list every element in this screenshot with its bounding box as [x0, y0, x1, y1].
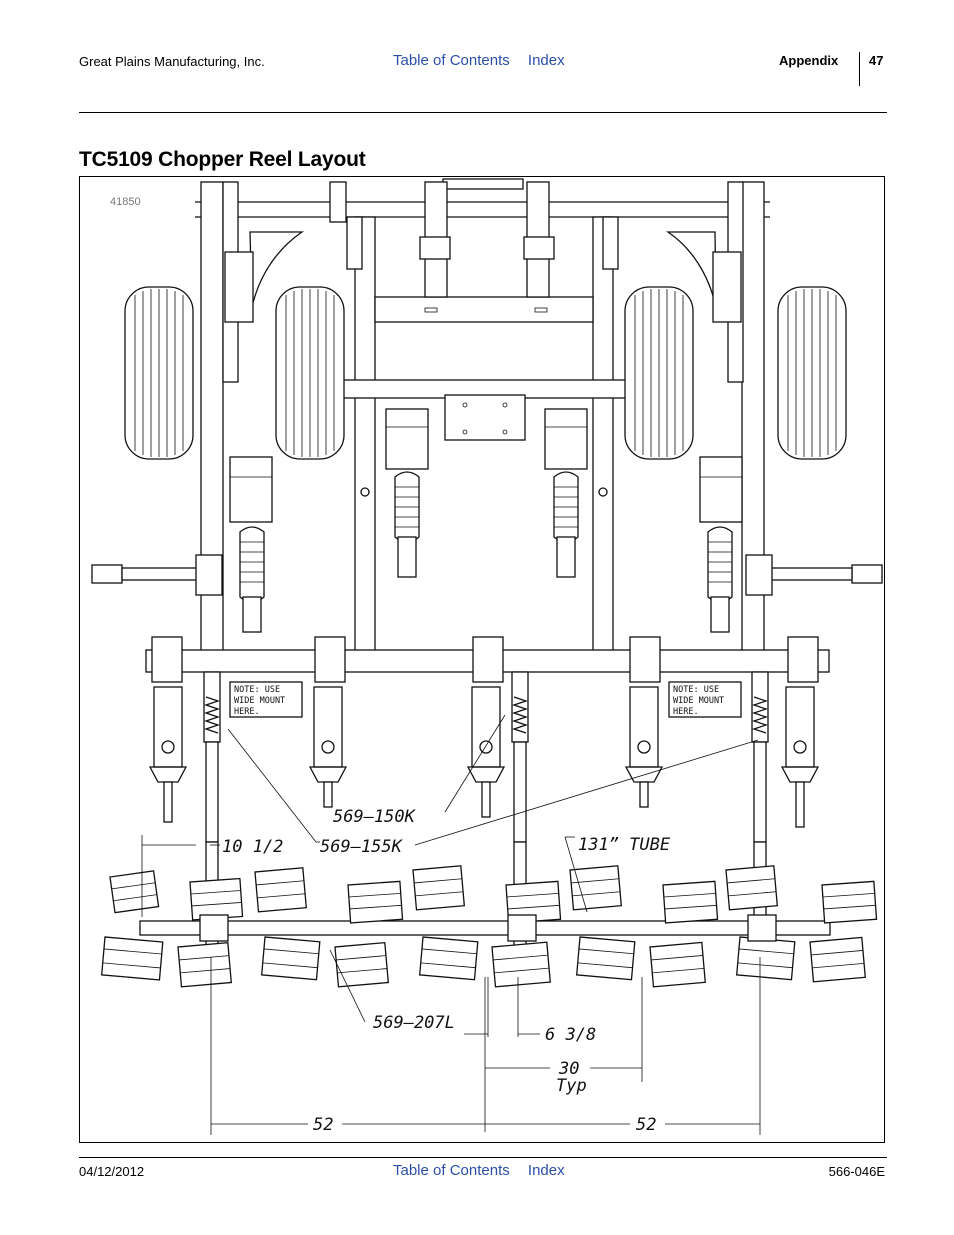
cylinder-center-left	[385, 408, 429, 578]
footer-index-link[interactable]: Index	[527, 1162, 565, 1179]
label-dim-52-left: 52	[313, 1115, 333, 1135]
footer-toc-link[interactable]: Table of Contents	[393, 1162, 510, 1179]
arm-hangers	[148, 686, 820, 828]
label-dim-typ: Typ	[556, 1076, 587, 1096]
wheel-inner-right	[624, 286, 694, 460]
label-569-207l: 569–207L	[373, 1013, 455, 1033]
note-right-line-2: WIDE MOUNT	[673, 696, 724, 706]
side-arms	[91, 554, 883, 596]
wheel-inner-left	[275, 286, 345, 460]
footer-date: 04/12/2012	[79, 1164, 145, 1179]
header-divider	[859, 52, 860, 86]
header-nav: Table of Contents Index	[393, 52, 565, 69]
tool-bar	[145, 636, 830, 683]
reel-blades	[100, 865, 878, 988]
figure-id: 41850	[110, 196, 141, 208]
document-number: 566-046E	[828, 1164, 885, 1179]
label-569-150k: 569–150K	[333, 807, 417, 827]
cylinder-right	[699, 456, 743, 633]
label-dim-30: 30	[558, 1059, 579, 1079]
label-131-tube: 131” TUBE	[578, 835, 671, 855]
section-name: Appendix	[779, 53, 839, 68]
label-dim-52-right: 52	[636, 1115, 656, 1135]
note-left-line-2: WIDE MOUNT	[234, 696, 285, 706]
dimension-lines	[141, 835, 761, 1135]
leader-lines	[227, 714, 759, 1023]
note-right: NOTE: USE WIDE MOUNT HERE.	[668, 681, 742, 718]
reel-hubs	[199, 914, 777, 942]
page-number: 47	[869, 53, 884, 68]
note-right-line-3: HERE.	[673, 707, 699, 717]
header-rule	[79, 112, 887, 113]
note-right-line-1: NOTE: USE	[673, 685, 719, 695]
header-index-link[interactable]: Index	[527, 52, 565, 69]
main-frame	[195, 178, 770, 653]
wheels	[124, 251, 847, 460]
cylinder-center-right	[544, 408, 588, 578]
company-name: Great Plains Manufacturing, Inc.	[79, 54, 265, 69]
note-left: NOTE: USE WIDE MOUNT HERE.	[229, 681, 303, 718]
cylinder-left	[229, 456, 273, 633]
footer-rule	[79, 1157, 887, 1158]
header-toc-link[interactable]: Table of Contents	[393, 52, 510, 69]
page-title: TC5109 Chopper Reel Layout	[79, 148, 366, 171]
wheel-outer-right	[777, 286, 847, 460]
reel-tube	[139, 920, 831, 936]
wheel-outer-left	[124, 286, 194, 460]
label-dim-10-1-2: 10 1/2	[222, 837, 283, 857]
note-left-line-1: NOTE: USE	[234, 685, 280, 695]
label-569-155k: 569–155K	[320, 837, 404, 857]
label-dim-6-3-8: 6 3/8	[545, 1025, 596, 1045]
lift-cylinders	[229, 408, 743, 633]
footer-nav: Table of Contents Index	[393, 1162, 565, 1179]
chopper-reel-layout-drawing: 41850	[79, 176, 885, 1143]
note-left-line-3: HERE.	[234, 707, 260, 717]
